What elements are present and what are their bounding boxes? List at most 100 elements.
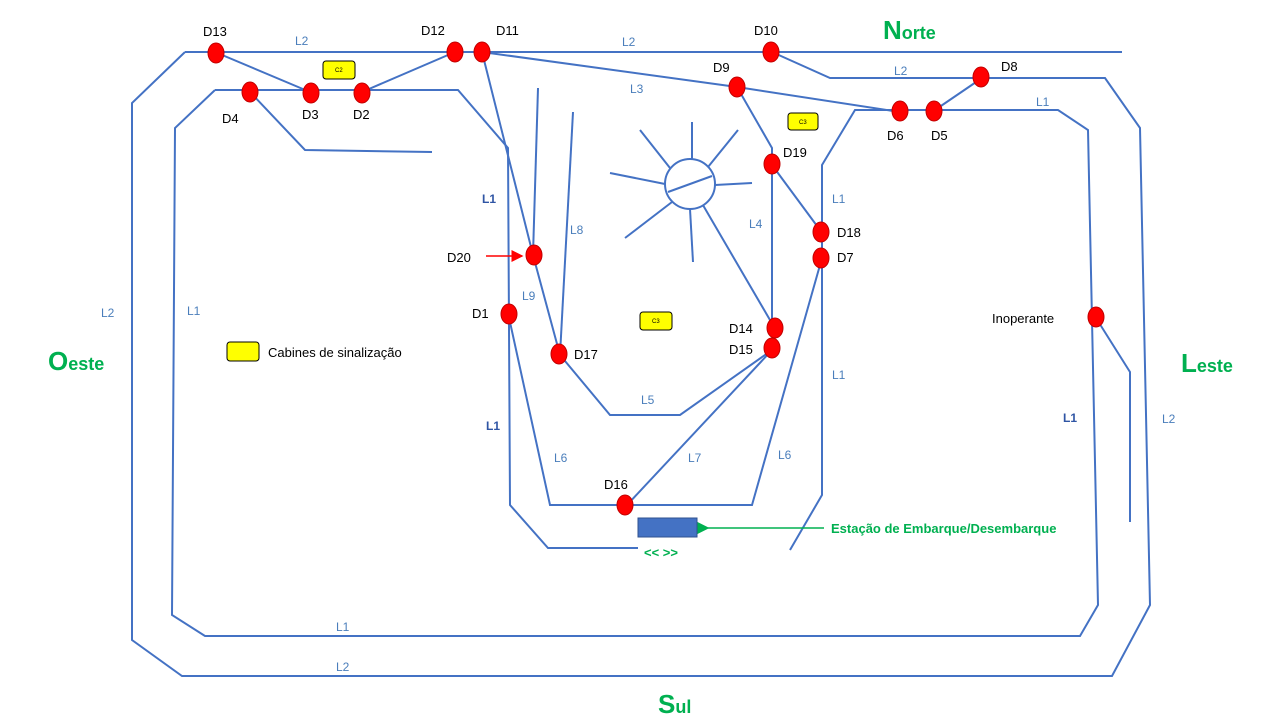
label-d19: D19 xyxy=(783,145,807,160)
track-l1-west-siding xyxy=(215,89,638,549)
track-d19-d18 xyxy=(771,164,821,231)
line-label-l2: L2 xyxy=(336,660,350,674)
line-labels: L2 L2 L2 L1 L3 L1 L8 L4 L1 L9 L2 L1 L5 L… xyxy=(101,34,1176,674)
compass-east: Leste xyxy=(1181,348,1233,378)
label-d20: D20 xyxy=(447,250,471,265)
turntable-bridge xyxy=(667,175,713,193)
node-d8[interactable] xyxy=(972,66,990,88)
node-d18[interactable] xyxy=(812,221,830,243)
line-label-l4: L4 xyxy=(749,217,763,231)
legend-label: Cabines de sinalização xyxy=(268,345,402,360)
compass-west: Oeste xyxy=(48,346,104,376)
node-d2[interactable] xyxy=(353,82,371,104)
node-d13[interactable] xyxy=(207,42,225,64)
station-platform[interactable] xyxy=(637,517,698,538)
label-d17: D17 xyxy=(574,347,598,362)
label-d1: D1 xyxy=(472,306,489,321)
cabin-c3-center[interactable] xyxy=(639,311,673,331)
compass: Norte Oeste Leste Sul xyxy=(48,15,1233,719)
node-d15[interactable] xyxy=(763,337,781,359)
turntable-spoke xyxy=(624,201,673,239)
node-d17[interactable] xyxy=(550,343,568,365)
compass-east-rest: este xyxy=(1197,356,1233,376)
node-d3[interactable] xyxy=(302,82,320,104)
node-d10[interactable] xyxy=(762,41,780,63)
node-d4[interactable] xyxy=(241,81,259,103)
track-l1-inner xyxy=(170,89,1100,637)
line-label-l2: L2 xyxy=(1162,412,1176,426)
line-label-l1: L1 xyxy=(486,419,500,433)
track-stub-l8 xyxy=(559,111,574,356)
track-d9-d19 xyxy=(736,86,773,320)
legend: Cabines de sinalização xyxy=(226,341,402,362)
cabin-c3-upper-label: C3 xyxy=(799,120,807,126)
label-d14: D14 xyxy=(729,321,753,336)
signal-cabins: C2 C3 C3 xyxy=(322,60,819,331)
compass-north-rest: orte xyxy=(902,23,936,43)
line-label-l9: L9 xyxy=(522,289,536,303)
line-label-l1: L1 xyxy=(1036,95,1050,109)
track-stub-1 xyxy=(532,87,539,256)
compass-east-initial: L xyxy=(1181,348,1197,378)
node-d9[interactable] xyxy=(728,76,746,98)
track-inoperante-siding xyxy=(1095,317,1131,522)
tracks xyxy=(131,51,1152,677)
station-label: Estação de Embarque/Desembarque xyxy=(831,521,1056,536)
track-d4-siding xyxy=(249,91,433,153)
node-d20[interactable] xyxy=(525,244,543,266)
cabin-c3-upper[interactable] xyxy=(787,112,819,131)
node-d16[interactable] xyxy=(616,494,634,516)
track-l2-outer-west xyxy=(131,51,1152,677)
track-l6-left xyxy=(507,312,625,506)
track-l3 xyxy=(481,51,901,113)
turntable-spoke xyxy=(689,208,694,263)
node-d5[interactable] xyxy=(925,100,943,122)
label-d15: D15 xyxy=(729,342,753,357)
label-d16: D16 xyxy=(604,477,628,492)
track-l4-diagonal xyxy=(699,199,771,321)
compass-north: Norte xyxy=(883,15,936,45)
line-label-l2: L2 xyxy=(894,64,908,78)
line-label-l6: L6 xyxy=(778,448,792,462)
line-label-l2: L2 xyxy=(622,35,636,49)
compass-south: Sul xyxy=(658,689,691,719)
track-d2-d12 xyxy=(361,51,456,93)
node-d1[interactable] xyxy=(500,303,518,325)
line-label-l1: L1 xyxy=(482,192,496,206)
node-d7[interactable] xyxy=(812,247,830,269)
turntable-spoke xyxy=(639,129,671,169)
nodes xyxy=(207,41,1105,516)
label-d6: D6 xyxy=(887,128,904,143)
line-label-l1: L1 xyxy=(187,304,201,318)
label-d12: D12 xyxy=(421,23,445,38)
label-inoperante: Inoperante xyxy=(992,311,1054,326)
node-d6[interactable] xyxy=(891,100,909,122)
node-d11[interactable] xyxy=(473,41,491,63)
node-d14[interactable] xyxy=(766,317,784,339)
node-d19[interactable] xyxy=(763,153,781,175)
compass-south-initial: S xyxy=(658,689,675,719)
node-inoperante[interactable] xyxy=(1087,306,1105,328)
line-label-l1: L1 xyxy=(1063,411,1077,425)
track-l7 xyxy=(626,349,773,506)
station-direction-arrows: << >> xyxy=(644,545,678,560)
label-d11: D11 xyxy=(496,23,519,38)
label-d8: D8 xyxy=(1001,59,1018,74)
label-d10: D10 xyxy=(754,23,778,38)
compass-north-initial: N xyxy=(883,15,902,45)
track-l5 xyxy=(559,349,773,416)
track-d10-d6 xyxy=(771,51,982,79)
legend-cabin-swatch xyxy=(226,341,260,362)
label-d5: D5 xyxy=(931,128,948,143)
line-label-l5: L5 xyxy=(641,393,655,407)
compass-west-initial: O xyxy=(48,346,68,376)
label-d18: D18 xyxy=(837,225,861,240)
turntable-spoke xyxy=(609,172,666,185)
turntable-spoke xyxy=(714,182,753,186)
cabin-c3-center-label: C3 xyxy=(652,319,660,325)
label-d9: D9 xyxy=(713,60,730,75)
node-d12[interactable] xyxy=(446,41,464,63)
cabin-c2[interactable] xyxy=(322,60,356,80)
label-d2: D2 xyxy=(353,107,370,122)
track-d13-d3 xyxy=(214,51,311,93)
